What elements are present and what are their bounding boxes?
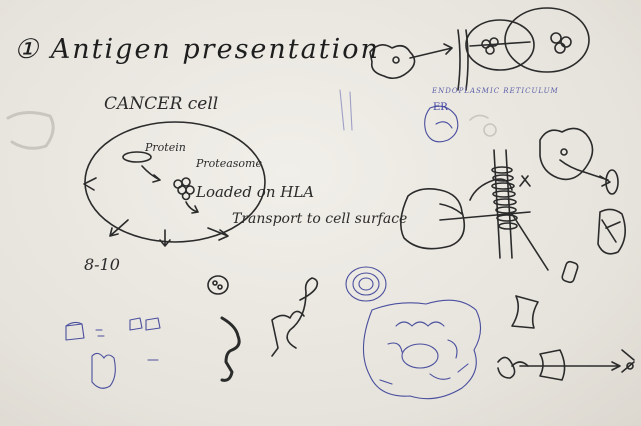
arrow-down-right [207,227,229,241]
protein-label: Protein [145,141,186,154]
protein-oval [122,151,152,163]
cancer-cell-circle [84,121,266,243]
cancer-cell-label: CANCER cell [104,94,219,114]
loaded-on-hla-label: Loaded on HLA [196,183,315,201]
er-label: ER [433,102,448,113]
title-text: ① Antigen presentation [14,34,380,65]
arrow-down [159,229,171,247]
transport-label: Transport to cell surface [232,211,408,227]
peptide-length-label: 8-10 [84,255,120,274]
endoplasmic-reticulum-label: ENDOPLASMIC RETICULUM [432,87,559,95]
protein-arrow [141,165,161,183]
cell-blob-topright [369,44,416,80]
proteasome-label: Proteasome [196,157,262,170]
arrow-left [83,177,97,191]
proteasome-icon [173,177,195,201]
blue-ring-cell [345,266,387,302]
proteasome-arrow [185,201,199,214]
arrow-down-left [109,219,129,237]
